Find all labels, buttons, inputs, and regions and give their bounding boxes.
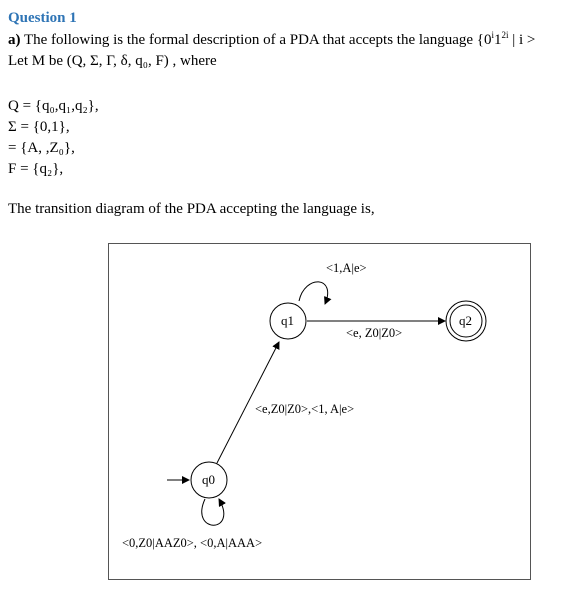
q1-self-loop: [298, 281, 332, 305]
language-close: | i >: [508, 32, 536, 48]
transition-label-q1-to-q2: <e, Z0|Z0>: [346, 326, 403, 340]
state-q0-label: q0: [202, 472, 215, 487]
diagram-intro: The transition diagram of the PDA accept…: [8, 201, 375, 217]
q0-self-loop: [201, 498, 226, 526]
exponent-i: i: [491, 30, 494, 40]
question-intro: a) The following is the formal descripti…: [8, 30, 536, 49]
language-one: 1: [494, 32, 502, 48]
state-q2-outer-circle: [445, 300, 487, 342]
state-q1-label: q1: [281, 313, 294, 328]
definition-gamma: = {A, ,Z₀},: [8, 140, 75, 156]
definition-sigma: Σ = {0,1},: [8, 119, 70, 135]
state-q0-circle: [190, 461, 228, 499]
transition-label-q0-to-q1: <e,Z0|Z0>,<1, A|e>: [255, 402, 355, 416]
pda-diagram-svg: [167, 281, 487, 526]
state-q1-circle: [269, 302, 307, 340]
intro-text: The following is the formal description …: [23, 32, 474, 48]
q0-to-q1-arrow: [216, 341, 280, 464]
transition-label-q1-loop: <1,A|e>: [326, 261, 367, 275]
state-q2-label: q2: [459, 313, 472, 328]
let-line: Let M be (Q, Σ, Γ, δ, q₀, F) , where: [8, 53, 217, 69]
transition-label-q0-loop: <0,Z0|AAZ0>, <0,A|AAA>: [122, 536, 263, 550]
part-label: a): [8, 32, 21, 48]
pda-transition-diagram: q1 q2 q0 <1,A|e> <e, Z0|Z0> <e,Z0|Z0>,<1…: [108, 243, 531, 580]
definition-q: Q = {q₀,q₁,q₂},: [8, 98, 99, 114]
definition-f: F = {q₂},: [8, 161, 64, 177]
language-open: {0: [476, 32, 492, 48]
exponent-2i: 2i: [501, 30, 509, 40]
question-title: Question 1: [8, 10, 77, 26]
state-q2-inner-circle: [449, 304, 483, 338]
